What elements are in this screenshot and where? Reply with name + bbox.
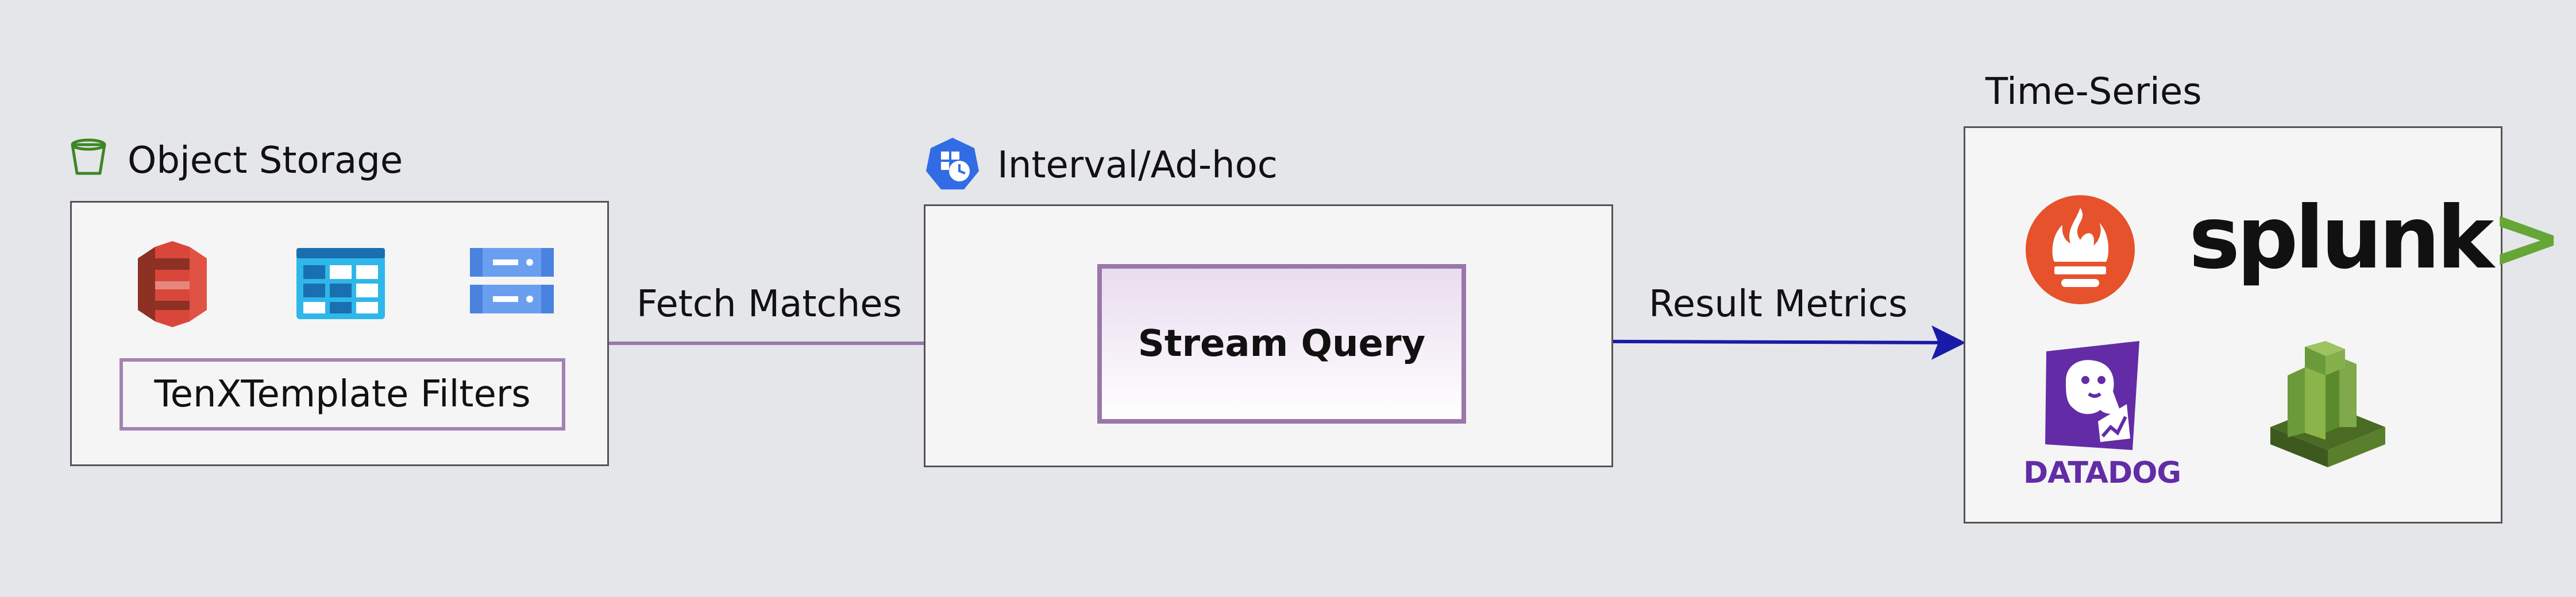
splunk-chevron: > [2490, 188, 2563, 288]
splunk-logo: splunk> [2189, 195, 2563, 281]
time-series-title: Time-Series [1985, 71, 2202, 113]
amazon-s3-icon [132, 241, 213, 329]
splunk-text: splunk [2189, 188, 2494, 288]
object-storage-title: Object Storage [128, 139, 403, 182]
stream-query-node: Stream Query [1097, 264, 1466, 424]
interval-title: Interval/Ad-hoc [997, 144, 1278, 187]
time-series-group [1964, 126, 2502, 524]
amazon-cloudwatch-icon [2270, 341, 2385, 470]
kubernetes-cronjob-icon [925, 137, 980, 194]
prometheus-icon [2026, 195, 2135, 307]
result-metrics-label: Result Metrics [1649, 283, 1908, 325]
datadog-logo [2041, 341, 2145, 458]
bucket-icon [68, 135, 109, 179]
google-cloud-storage-icon [470, 248, 554, 319]
azure-blob-storage-icon [296, 248, 385, 321]
tenx-template-filters: TenXTemplate Filters [119, 358, 565, 431]
datadog-text: DATADOG [2023, 456, 2181, 490]
fetch-matches-label: Fetch Matches [637, 283, 902, 325]
